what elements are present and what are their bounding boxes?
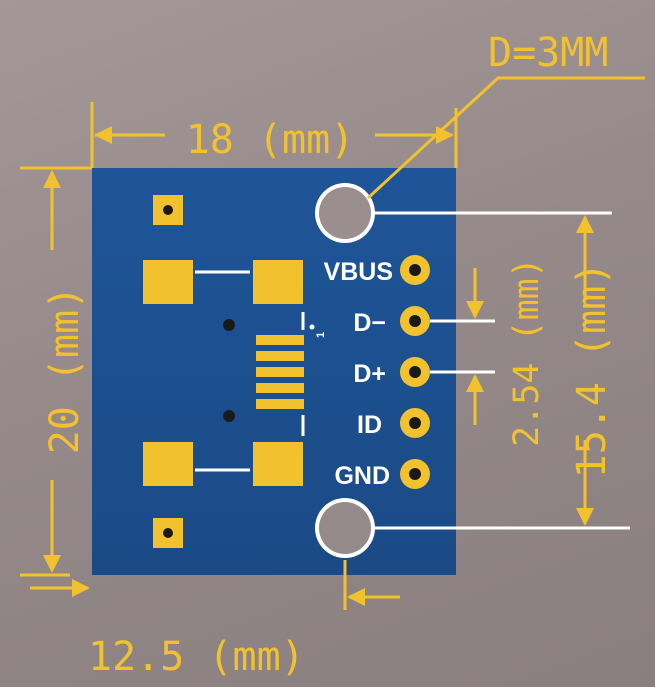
pin-hole-id (409, 417, 421, 429)
pin-hole-dminus (409, 315, 421, 327)
locating-hole-bottom (223, 410, 235, 422)
shield-pad-top-right (253, 260, 303, 304)
smd-pad-4 (256, 383, 304, 393)
smd-pad-2 (256, 351, 304, 361)
smd-pad-5 (256, 399, 304, 409)
via-hole-top (163, 205, 173, 215)
via-hole-bottom (163, 528, 173, 538)
pin1-marker: 1 (315, 332, 327, 338)
shield-pad-bottom-right (253, 442, 303, 486)
white-dimension-lines (374, 211, 630, 530)
width-label: 18 (mm) (186, 117, 355, 163)
hole-offset-label: 12.5 (mm) (88, 634, 305, 680)
pin-label-dplus: D+ (353, 360, 386, 388)
pin-hole-vbus (409, 264, 421, 276)
hole-spacing-label: 15.4 (mm) (569, 262, 615, 479)
pin-label-vbus: VBUS (324, 258, 393, 286)
locating-hole-top (223, 319, 235, 331)
dimension-arrowheads (43, 126, 594, 606)
header-pins (400, 255, 430, 489)
height-label: 20 (mm) (42, 286, 88, 455)
mount-hole-top (319, 187, 371, 239)
pin1-dot (309, 324, 315, 330)
shield-pad-bottom-left (143, 442, 193, 486)
mount-hole-bottom (319, 502, 371, 554)
hole-diameter-label: D=3MM (488, 30, 608, 76)
pin-pitch-label: 2.54 (mm) (507, 257, 547, 447)
pin-hole-gnd (409, 468, 421, 480)
pin-label-id: ID (357, 411, 382, 439)
pin-label-gnd: GND (334, 462, 390, 490)
shield-pad-top-left (143, 260, 193, 304)
hole-leader-line (366, 76, 645, 200)
smd-pad-1 (256, 335, 304, 345)
smd-pad-3 (256, 367, 304, 377)
pin-hole-dplus (409, 366, 421, 378)
pin-label-dminus: D− (353, 309, 386, 337)
